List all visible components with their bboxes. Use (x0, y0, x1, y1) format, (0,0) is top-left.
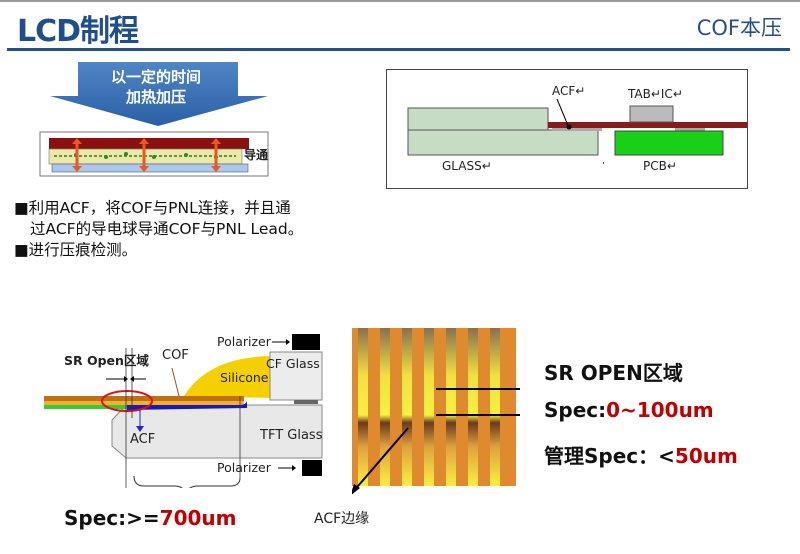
acf-micrograph (350, 328, 520, 496)
spec-value: 700um (159, 506, 237, 530)
pcb-label: PCB↵ (643, 159, 677, 173)
bullet-continuation: 过ACF的导电球导通COF与PNL Lead。 (14, 219, 303, 240)
bond-structure-icon (407, 98, 750, 164)
description-bullets: ■利用ACF，将COF与PNL连接，并且通 过ACF的导电球导通COF与PNL … (14, 198, 303, 261)
glass-label: GLASS↵ (442, 159, 492, 173)
sr-open-label: SR Open区域 (64, 353, 149, 368)
polarizer-top-label: Polarizer (217, 334, 271, 349)
polarizer-bottom-label: Polarizer (217, 460, 271, 475)
bullet-item: ■进行压痕检测。 (14, 240, 303, 261)
page-title: LCD制程 (17, 14, 139, 49)
acf-edge-label: ACF边缘 (314, 511, 370, 527)
spec-value: 0~100um (606, 398, 714, 422)
cof-label: COF (162, 348, 189, 363)
tab-ic-label: TAB↵IC↵ (628, 87, 683, 101)
cross-section-diagram: SR Open区域 COF Polarizer CF Glass Silicon… (34, 328, 334, 495)
management-spec: 管理Spec：<50um (544, 440, 738, 469)
mgmt-value: 50um (674, 444, 738, 468)
spec-prefix: Spec: (544, 398, 607, 422)
cf-glass-label: CF Glass (266, 356, 320, 371)
acf-label: ACF (130, 432, 156, 447)
bullet-item: ■利用ACF，将COF与PNL连接，并且通 (14, 198, 303, 219)
micrograph-image (350, 328, 520, 496)
press-arrow-line1: 以一定的时间 (110, 68, 201, 86)
press-arrow-icon (39, 62, 269, 177)
mgmt-prefix: 管理Spec：< (544, 444, 675, 468)
bullet-text: 利用ACF，将COF与PNL连接，并且通 (28, 199, 291, 217)
press-diagram: 以一定的时间 加热加压 导通 (36, 62, 286, 180)
press-arrow-line2: 加热加压 (125, 88, 186, 106)
sr-open-spec: Spec:0~100um (544, 398, 714, 422)
sr-open-title: SR OPEN区域 (544, 361, 683, 385)
acf-label: ACF↵ (552, 84, 586, 98)
page-subtitle: COF本压 (696, 16, 782, 40)
bullet-square-icon: ■ (14, 199, 29, 217)
top-border (0, 0, 800, 2)
bullet-square-icon: ■ (14, 241, 29, 259)
bond-width-spec: Spec:>=700um (64, 506, 236, 530)
panel-cross-section-icon (44, 334, 323, 495)
conduction-label: 导通 (244, 148, 269, 162)
bond-diagram: ACF↵ TAB↵IC↵ GLASS↵ PCB↵ (386, 69, 750, 189)
title-divider (7, 48, 790, 51)
tft-glass-label: TFT Glass (260, 428, 323, 443)
bullet-text: 过ACF的导电球导通COF与PNL Lead。 (30, 220, 304, 238)
bullet-text: 进行压痕检测。 (28, 241, 138, 259)
spec-prefix: Spec:>= (64, 506, 160, 530)
silicone-label: Silicone (220, 370, 269, 385)
